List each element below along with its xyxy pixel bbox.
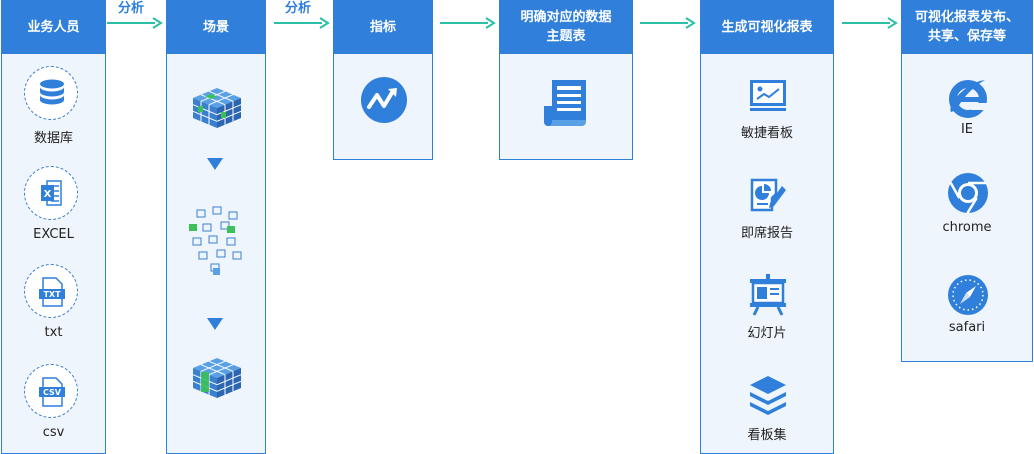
arrow-right-icon	[107, 16, 163, 30]
source-csv: CSV csv	[2, 364, 105, 444]
source-database: 数据库	[2, 66, 105, 146]
csv-icon: CSV	[24, 364, 78, 418]
column-title-line1: 明确对应的数据	[520, 10, 612, 25]
browser-ie: IE	[902, 76, 1032, 146]
report-type-label: 看板集	[747, 428, 787, 443]
down-arrow-icon	[207, 158, 223, 170]
down-arrow-icon	[207, 318, 223, 330]
column-header: 业务人员	[1, 0, 106, 54]
chrome-icon	[947, 172, 989, 214]
column-subject-table: 明确对应的数据 主题表	[499, 0, 633, 160]
excel-icon: X	[24, 166, 78, 220]
source-label: 数据库	[33, 131, 73, 146]
cube-icon	[191, 356, 243, 400]
report-type-label: 即席报告	[740, 226, 793, 241]
arrow-right-icon	[640, 16, 696, 30]
column-business-users: 业务人员 数据库	[1, 0, 106, 454]
source-txt: TXT txt	[2, 264, 105, 344]
browser-label: IE	[960, 122, 974, 137]
arrow-right-icon	[274, 16, 330, 30]
ie-icon	[947, 76, 989, 118]
layers-icon	[748, 374, 788, 416]
column-panel	[166, 54, 266, 454]
arrow-label-analyze-1: 分析	[118, 1, 145, 16]
report-type-adhoc-report: 即席报告	[701, 176, 833, 246]
column-publish-share: 可视化报表发布、 共享、保存等 IE	[901, 0, 1033, 362]
browser-label: chrome	[942, 220, 992, 235]
txt-icon: TXT	[24, 264, 78, 318]
safari-icon	[947, 274, 989, 316]
column-header: 明确对应的数据 主题表	[499, 0, 633, 54]
arrow-label-analyze-2: 分析	[285, 1, 312, 16]
column-generate-report: 生成可视化报表 敏捷看板	[700, 0, 834, 454]
column-title-line2: 共享、保存等	[927, 29, 1006, 44]
column-title: 指标	[369, 19, 396, 35]
column-metric: 指标	[333, 0, 433, 160]
report-type-board-set: 看板集	[701, 374, 833, 444]
column-panel: 敏捷看板 即席报告	[700, 54, 834, 454]
browser-safari: safari	[902, 274, 1032, 344]
column-header: 指标	[333, 0, 433, 54]
arrow-right-icon	[842, 16, 898, 30]
document-icon	[542, 78, 592, 128]
arrow-right-icon	[440, 16, 496, 30]
browser-label: safari	[948, 320, 986, 335]
trend-icon	[360, 76, 408, 124]
column-title: 场景	[202, 19, 229, 35]
database-icon	[24, 66, 78, 120]
column-panel	[333, 54, 433, 160]
scattered-cubes-icon	[187, 204, 247, 278]
source-label: EXCEL	[33, 227, 74, 242]
svg-text:X: X	[44, 189, 52, 200]
slide-projector-icon	[748, 274, 788, 316]
source-excel: X EXCEL	[2, 166, 105, 246]
column-header: 生成可视化报表	[700, 0, 834, 54]
column-title: 生成可视化报表	[721, 19, 813, 35]
source-label: txt	[44, 325, 63, 340]
svg-text:TXT: TXT	[43, 290, 61, 299]
report-type-slides: 幻灯片	[701, 274, 833, 344]
column-panel: 数据库 X EXCEL	[1, 54, 106, 454]
report-type-label: 敏捷看板	[740, 126, 793, 141]
cube-icon	[191, 86, 243, 130]
column-title-line1: 可视化报表发布、	[914, 10, 1019, 25]
column-panel: IE chrome	[901, 54, 1033, 362]
report-type-dashboard: 敏捷看板	[701, 76, 833, 146]
source-label: csv	[42, 425, 65, 440]
column-header: 场景	[166, 0, 266, 54]
column-title: 业务人员	[27, 19, 80, 35]
column-title-line2: 主题表	[546, 29, 586, 44]
report-type-label: 幻灯片	[747, 326, 787, 341]
presentation-board-icon	[748, 76, 788, 116]
column-panel	[499, 54, 633, 160]
report-edit-icon	[748, 176, 788, 216]
column-header: 可视化报表发布、 共享、保存等	[901, 0, 1033, 54]
svg-text:CSV: CSV	[43, 388, 62, 397]
column-scene: 场景	[166, 0, 266, 454]
browser-chrome: chrome	[902, 172, 1032, 242]
